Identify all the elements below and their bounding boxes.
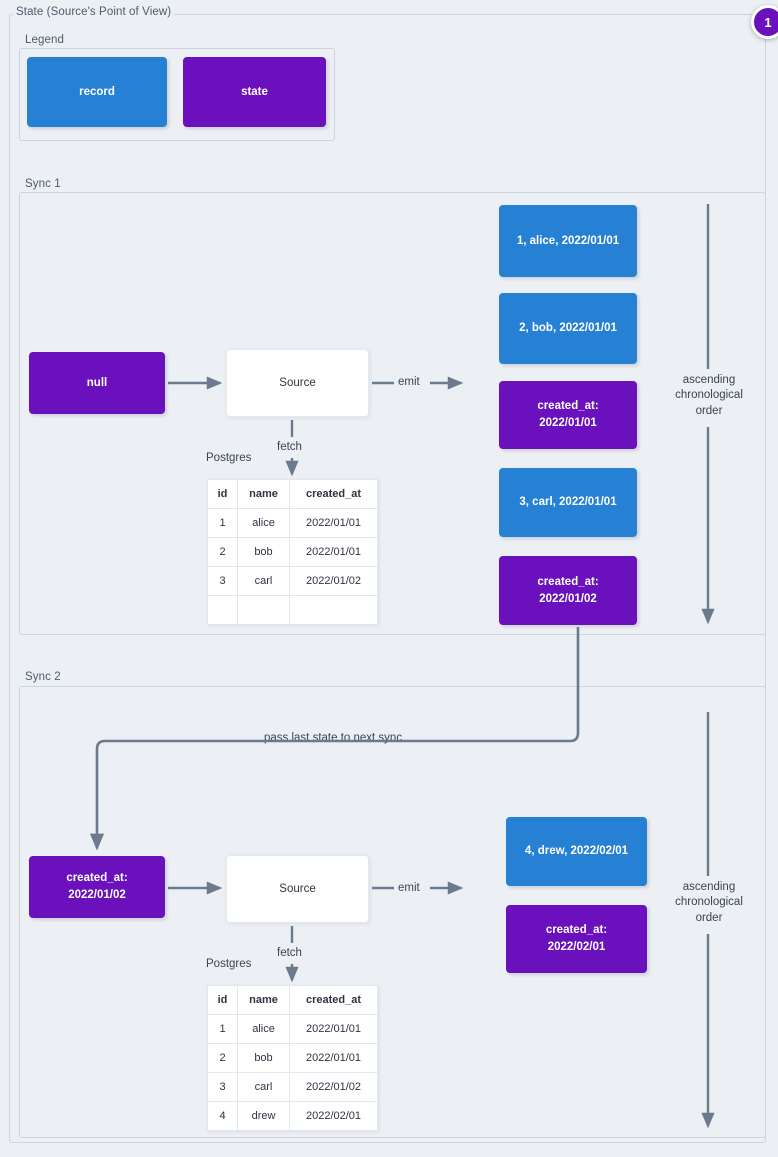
sync1-emitted-state-1: created_at: 2022/01/01 bbox=[499, 381, 637, 449]
table-header-row: id name created_at bbox=[207, 479, 378, 509]
sync1-emitted-record-2-label: 2, bob, 2022/01/01 bbox=[519, 322, 617, 335]
cell: bob bbox=[237, 537, 290, 567]
state-line-2: 2022/02/01 bbox=[547, 941, 606, 953]
sync1-emitted-record-3: 3, carl, 2022/01/01 bbox=[499, 468, 637, 537]
state-line-1: created_at: bbox=[537, 400, 599, 413]
sync1-emitted-record-1: 1, alice, 2022/01/01 bbox=[499, 205, 637, 277]
sync1-source-label: Source bbox=[279, 376, 316, 389]
table-row: 2 bob 2022/01/01 bbox=[207, 537, 378, 567]
sync2-emit-label: emit bbox=[398, 882, 420, 894]
step-badge: 1 bbox=[751, 5, 778, 39]
table-row: 1 alice 2022/01/01 bbox=[207, 508, 378, 538]
sync1-emitted-state-2: created_at: 2022/01/02 bbox=[499, 556, 637, 625]
sync2-col-name: name bbox=[237, 985, 290, 1015]
state-line-2: 2022/01/02 bbox=[539, 592, 597, 605]
cell: 1 bbox=[207, 1014, 238, 1044]
cell: 2022/01/02 bbox=[289, 1072, 378, 1102]
table-row: 2 bob 2022/01/01 bbox=[207, 1043, 378, 1073]
table-row-empty bbox=[207, 595, 378, 625]
sync2-source-label: Source bbox=[279, 882, 316, 895]
cell bbox=[237, 595, 290, 625]
cell: 2022/01/01 bbox=[289, 1043, 378, 1073]
sync1-emitted-state-2-label: created_at: 2022/01/02 bbox=[537, 574, 598, 607]
cell: alice bbox=[237, 1014, 290, 1044]
pass-state-label: pass last state to next sync bbox=[259, 732, 408, 744]
sync2-source-box: Source bbox=[226, 855, 369, 923]
sync1-emitted-record-1-label: 1, alice, 2022/01/01 bbox=[516, 234, 620, 247]
cell: 2022/01/01 bbox=[289, 508, 378, 538]
cell: 2022/01/01 bbox=[289, 537, 378, 567]
sync1-col-date: created_at bbox=[289, 479, 378, 509]
sync2-emitted-record-1: 4, drew, 2022/02/01 bbox=[506, 817, 647, 886]
cell: drew bbox=[237, 1101, 290, 1131]
sync1-col-name: name bbox=[237, 479, 290, 509]
sync2-input-state-box: created_at: 2022/01/02 bbox=[29, 856, 165, 918]
sync2-postgres-table: id name created_at 1 alice 2022/01/01 2 … bbox=[207, 985, 378, 1131]
sync2-input-state-label: created_at: 2022/01/02 bbox=[66, 870, 127, 903]
sync1-db-label: Postgres bbox=[206, 452, 252, 464]
sync1-emitted-state-1-label: created_at: 2022/01/01 bbox=[537, 398, 598, 431]
sync1-fetch-label: fetch bbox=[277, 441, 302, 453]
legend-item-record-label: record bbox=[79, 85, 115, 98]
cell: alice bbox=[237, 508, 290, 538]
legend-item-record: record bbox=[27, 57, 167, 127]
page-title: State (Source's Point of View) bbox=[13, 6, 175, 18]
state-line-2: 2022/01/01 bbox=[539, 417, 597, 429]
sync1-source-box: Source bbox=[226, 349, 369, 417]
table-row: 4 drew 2022/02/01 bbox=[207, 1101, 378, 1131]
cell: 2022/02/01 bbox=[289, 1101, 378, 1131]
sync2-emitted-state-1-label: created_at: 2022/02/01 bbox=[546, 922, 607, 955]
sync1-order-label: ascending chronological order bbox=[675, 374, 743, 417]
cell: carl bbox=[237, 566, 290, 596]
cell: 3 bbox=[207, 1072, 238, 1102]
table-row: 3 carl 2022/01/02 bbox=[207, 1072, 378, 1102]
sync1-input-state-label: null bbox=[86, 376, 108, 389]
cell bbox=[289, 595, 378, 625]
cell: carl bbox=[237, 1072, 290, 1102]
cell: 1 bbox=[207, 508, 238, 538]
sync2-col-id: id bbox=[207, 985, 238, 1015]
sync2-db-label: Postgres bbox=[206, 958, 252, 970]
cell: 4 bbox=[207, 1101, 238, 1131]
cell: 2022/01/02 bbox=[289, 566, 378, 596]
cell: 3 bbox=[207, 566, 238, 596]
cell bbox=[207, 595, 238, 625]
sync1-col-id: id bbox=[207, 479, 238, 509]
legend-item-state: state bbox=[183, 57, 326, 127]
sync1-emitted-record-2: 2, bob, 2022/01/01 bbox=[499, 293, 637, 364]
cell: 2 bbox=[207, 537, 238, 567]
sync1-postgres-table: id name created_at 1 alice 2022/01/01 2 … bbox=[207, 479, 378, 625]
sync2-col-date: created_at bbox=[289, 985, 378, 1015]
state-line-1: created_at: bbox=[66, 872, 128, 885]
state-line-2: 2022/01/02 bbox=[68, 889, 126, 901]
cell: 2022/01/01 bbox=[289, 1014, 378, 1044]
sync2-order-label: ascending chronological order bbox=[675, 881, 743, 924]
sync2-emitted-record-1-label: 4, drew, 2022/02/01 bbox=[524, 845, 629, 858]
cell: bob bbox=[237, 1043, 290, 1073]
sync2-fetch-label: fetch bbox=[277, 947, 302, 959]
table-row: 3 carl 2022/01/02 bbox=[207, 566, 378, 596]
sync1-emit-label: emit bbox=[398, 376, 420, 388]
state-line-1: created_at: bbox=[545, 924, 608, 937]
sync1-label: Sync 1 bbox=[22, 178, 64, 190]
sync1-input-state-box: null bbox=[29, 352, 165, 414]
legend-item-state-label: state bbox=[241, 85, 268, 98]
legend-label: Legend bbox=[22, 34, 67, 46]
table-header-row: id name created_at bbox=[207, 985, 378, 1015]
legend-frame bbox=[19, 48, 335, 141]
cell: 2 bbox=[207, 1043, 238, 1073]
sync1-emitted-record-3-label: 3, carl, 2022/01/01 bbox=[519, 496, 617, 509]
sync2-label: Sync 2 bbox=[22, 671, 64, 683]
sync2-emitted-state-1: created_at: 2022/02/01 bbox=[506, 905, 647, 973]
table-row: 1 alice 2022/01/01 bbox=[207, 1014, 378, 1044]
state-line-1: created_at: bbox=[537, 575, 599, 588]
